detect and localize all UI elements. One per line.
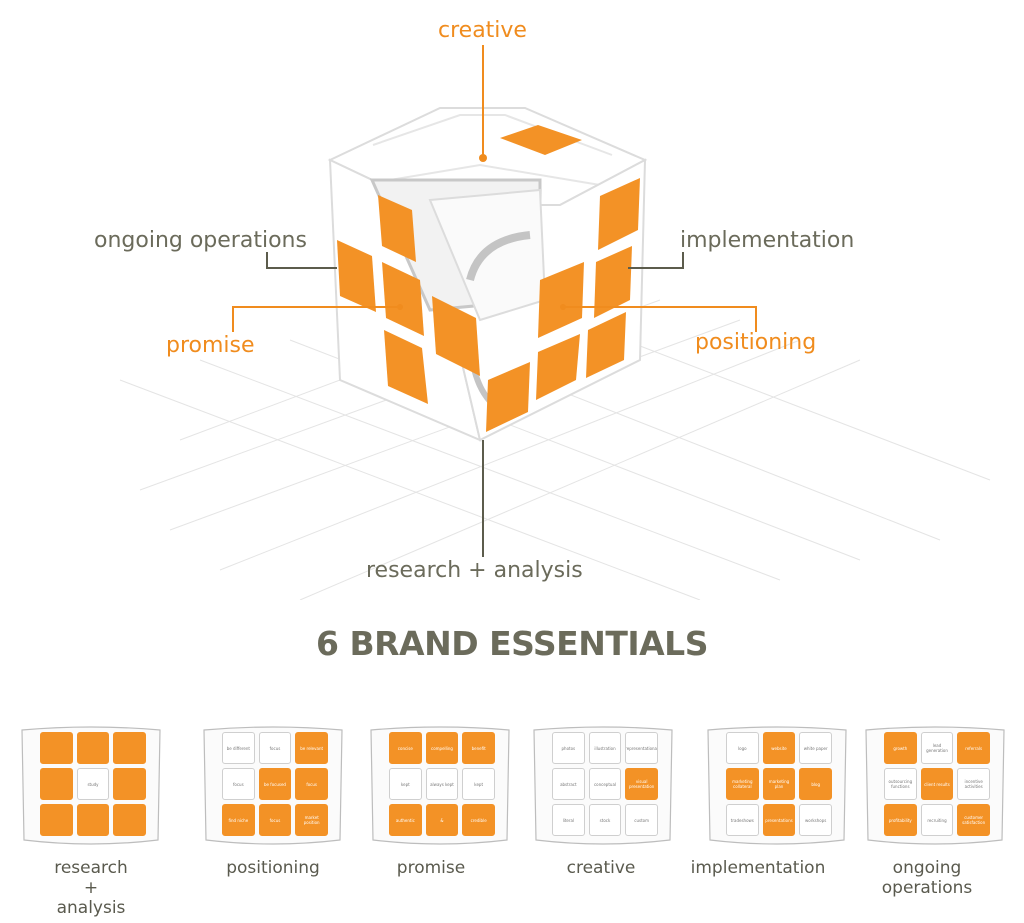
mini-face-cell: outsourcing functions [884,768,917,800]
mini-face-caption: creative [566,858,636,878]
label-implementation: implementation [680,228,855,253]
callout-lines [232,45,757,557]
mini-face-caption: positioning [226,858,320,878]
mini-face-cell: representational [625,732,658,764]
label-creative: creative [438,18,527,43]
mini-face-cell: tradeshows [726,804,759,836]
mini-face-cell: literal [552,804,585,836]
mini-face-cell: client results [920,768,954,800]
page-title: 6 BRAND ESSENTIALS [316,624,708,663]
mini-face-caption: research + analysis [54,858,128,918]
mini-face-caption: promise [396,858,466,878]
mini-face-cell: compelling [425,732,459,764]
mini-face-cell: focus [222,768,255,800]
mini-face-grid: study [40,732,146,836]
mini-face-cell: focus [295,768,328,800]
label-ongoing-operations: ongoing operations [94,228,307,253]
mini-face-cell: presentations [762,804,796,836]
mini-face-cell: & [425,804,459,836]
mini-face-cell: photos [552,732,585,764]
mini-face-cell [40,732,73,764]
mini-face-cell: recruiting [920,804,954,836]
mini-face-cell: focus [258,804,292,836]
mini-face-cell: conceptual [588,768,622,800]
cube-illustration [119,45,991,600]
mini-face-cell: be relevant [295,732,328,764]
mini-face-cell: workshops [799,804,832,836]
mini-face-cell [113,732,146,764]
mini-face-cell: kept [462,768,495,800]
mini-face-cell: incentive activities [957,768,990,800]
mini-face-cell: customer satisfaction [957,804,990,836]
mini-face-caption: implementation [690,858,826,878]
mini-face-cell: study [76,768,110,800]
mini-face-cell: blog [799,768,832,800]
mini-face-cell [113,768,146,800]
label-research-analysis: research + analysis [366,558,583,583]
label-positioning: positioning [695,330,817,355]
mini-face-cell: market position [295,804,328,836]
mini-face-cell: illustration [588,732,622,764]
mini-face-cell: custom [625,804,658,836]
mini-face-cell: referrals [957,732,990,764]
mini-face-caption: ongoing operations [881,858,973,898]
mini-face-cell: find niche [222,804,255,836]
mini-face-cell [113,804,146,836]
mini-face-cell: marketing plan [762,768,796,800]
mini-face-cell: website [762,732,796,764]
mini-face-cell: kept [389,768,422,800]
mini-face-cell: credible [462,804,495,836]
mini-face-cell: focus [258,732,292,764]
mini-face-cell: visual presentation [625,768,658,800]
mini-face-cell: be focused [258,768,292,800]
mini-face-cell: abstract [552,768,585,800]
mini-face-cell: always kept [425,768,459,800]
mini-face-cell: stock [588,804,622,836]
mini-face-cell [40,804,73,836]
mini-face-cell [76,804,110,836]
mini-face-cell: marketing collateral [726,768,759,800]
mini-face-cell: benefit [462,732,495,764]
label-promise: promise [166,333,255,358]
cube [327,107,648,442]
mini-face: study [18,722,164,850]
mini-face-cell [76,732,110,764]
mini-face-cell: authentic [389,804,422,836]
mini-face-cell: concise [389,732,422,764]
mini-face-cell: white paper [799,732,832,764]
mini-face-cell: growth [884,732,917,764]
mini-face-cell: be different [222,732,255,764]
mini-face-cell: logo [726,732,759,764]
mini-face-cell: profitability [884,804,917,836]
mini-face-cell: lead generation [920,732,954,764]
mini-face-cell [40,768,73,800]
